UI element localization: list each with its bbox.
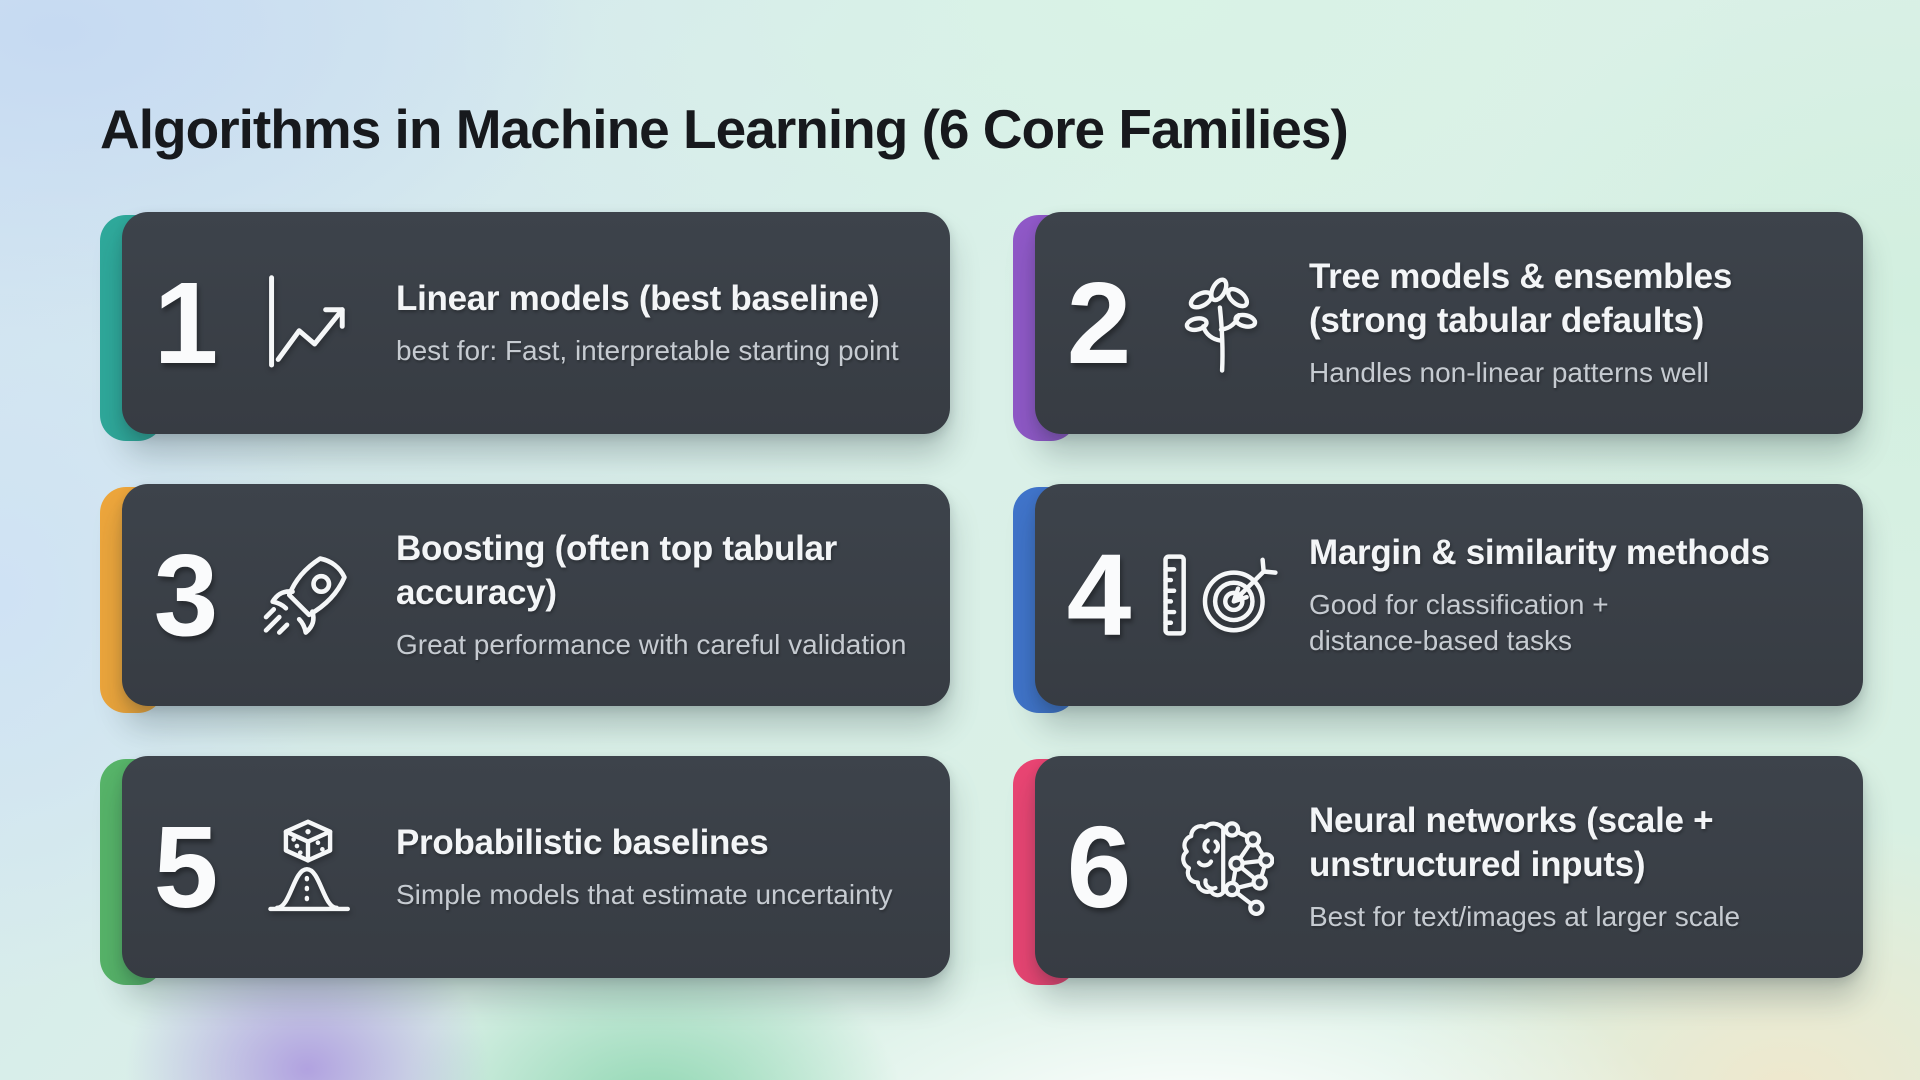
card-text: Boosting (often top tabular accuracy) Gr… xyxy=(396,527,950,663)
rocket-icon xyxy=(244,542,372,648)
card-number: 3 xyxy=(153,530,219,660)
card-text: Margin & similarity methods Good for cla… xyxy=(1309,531,1863,659)
card-number: 5 xyxy=(153,802,219,932)
card-body: 1 Linear models (best baseline) best for… xyxy=(122,212,950,434)
ruler-target-icon xyxy=(1157,542,1285,648)
card-title: Linear models (best baseline) xyxy=(396,278,880,318)
card-title: Margin & similarity methods xyxy=(1309,532,1770,572)
card-body: 6 Neural networks (scale + unstructured … xyxy=(1035,756,1863,978)
card-text: Probabilistic baselines Simple models th… xyxy=(396,821,950,913)
card-body: 2 Tree models & ensembles (strong tabula… xyxy=(1035,212,1863,434)
card-number: 1 xyxy=(153,258,219,388)
line-chart-icon xyxy=(244,270,372,376)
card-title: Tree models & ensembles (strong tabular … xyxy=(1309,257,1733,340)
page-title: Algorithms in Machine Learning (6 Core F… xyxy=(100,97,1349,160)
card-1: 1 Linear models (best baseline) best for… xyxy=(100,212,950,441)
card-subtitle: best for: Fast, interpretable starting p… xyxy=(396,335,899,367)
card-number: 2 xyxy=(1066,258,1132,388)
card-subtitle: Good for classification + distance-based… xyxy=(1309,589,1609,657)
card-title: Boosting (often top tabular accuracy) xyxy=(396,529,838,612)
brain-network-icon xyxy=(1157,814,1285,920)
card-4: 4 Margin & similarity methods Good for c… xyxy=(1013,484,1863,713)
card-subtitle: Best for text/images at larger scale xyxy=(1309,900,1741,932)
card-number: 4 xyxy=(1066,530,1132,660)
card-subtitle: Great performance with careful validatio… xyxy=(396,628,907,660)
card-text: Tree models & ensembles (strong tabular … xyxy=(1309,255,1863,391)
card-text: Neural networks (scale + unstructured in… xyxy=(1309,799,1863,935)
card-body: 5 Probabilistic baselines Simple models … xyxy=(122,756,950,978)
card-5: 5 Probabilistic baselines Simple models … xyxy=(100,756,950,985)
card-3: 3 Boosting (often top tabular accuracy) … xyxy=(100,484,950,713)
card-6: 6 Neural networks (scale + unstructured … xyxy=(1013,756,1863,985)
cards-grid: 1 Linear models (best baseline) best for… xyxy=(100,212,1863,985)
card-number: 6 xyxy=(1066,802,1132,932)
card-text: Linear models (best baseline) best for: … xyxy=(396,277,950,369)
card-body: 4 Margin & similarity methods Good for c… xyxy=(1035,484,1863,706)
card-title: Neural networks (scale + unstructured in… xyxy=(1309,801,1714,884)
card-title: Probabilistic baselines xyxy=(396,822,769,862)
card-subtitle: Handles non-linear patterns well xyxy=(1309,356,1709,388)
card-2: 2 Tree models & ensembles (strong tabula… xyxy=(1013,212,1863,441)
dice-bell-curve-icon xyxy=(244,814,372,920)
card-subtitle: Simple models that estimate uncertainty xyxy=(396,879,893,911)
card-body: 3 Boosting (often top tabular accuracy) … xyxy=(122,484,950,706)
sapling-icon xyxy=(1157,270,1285,376)
